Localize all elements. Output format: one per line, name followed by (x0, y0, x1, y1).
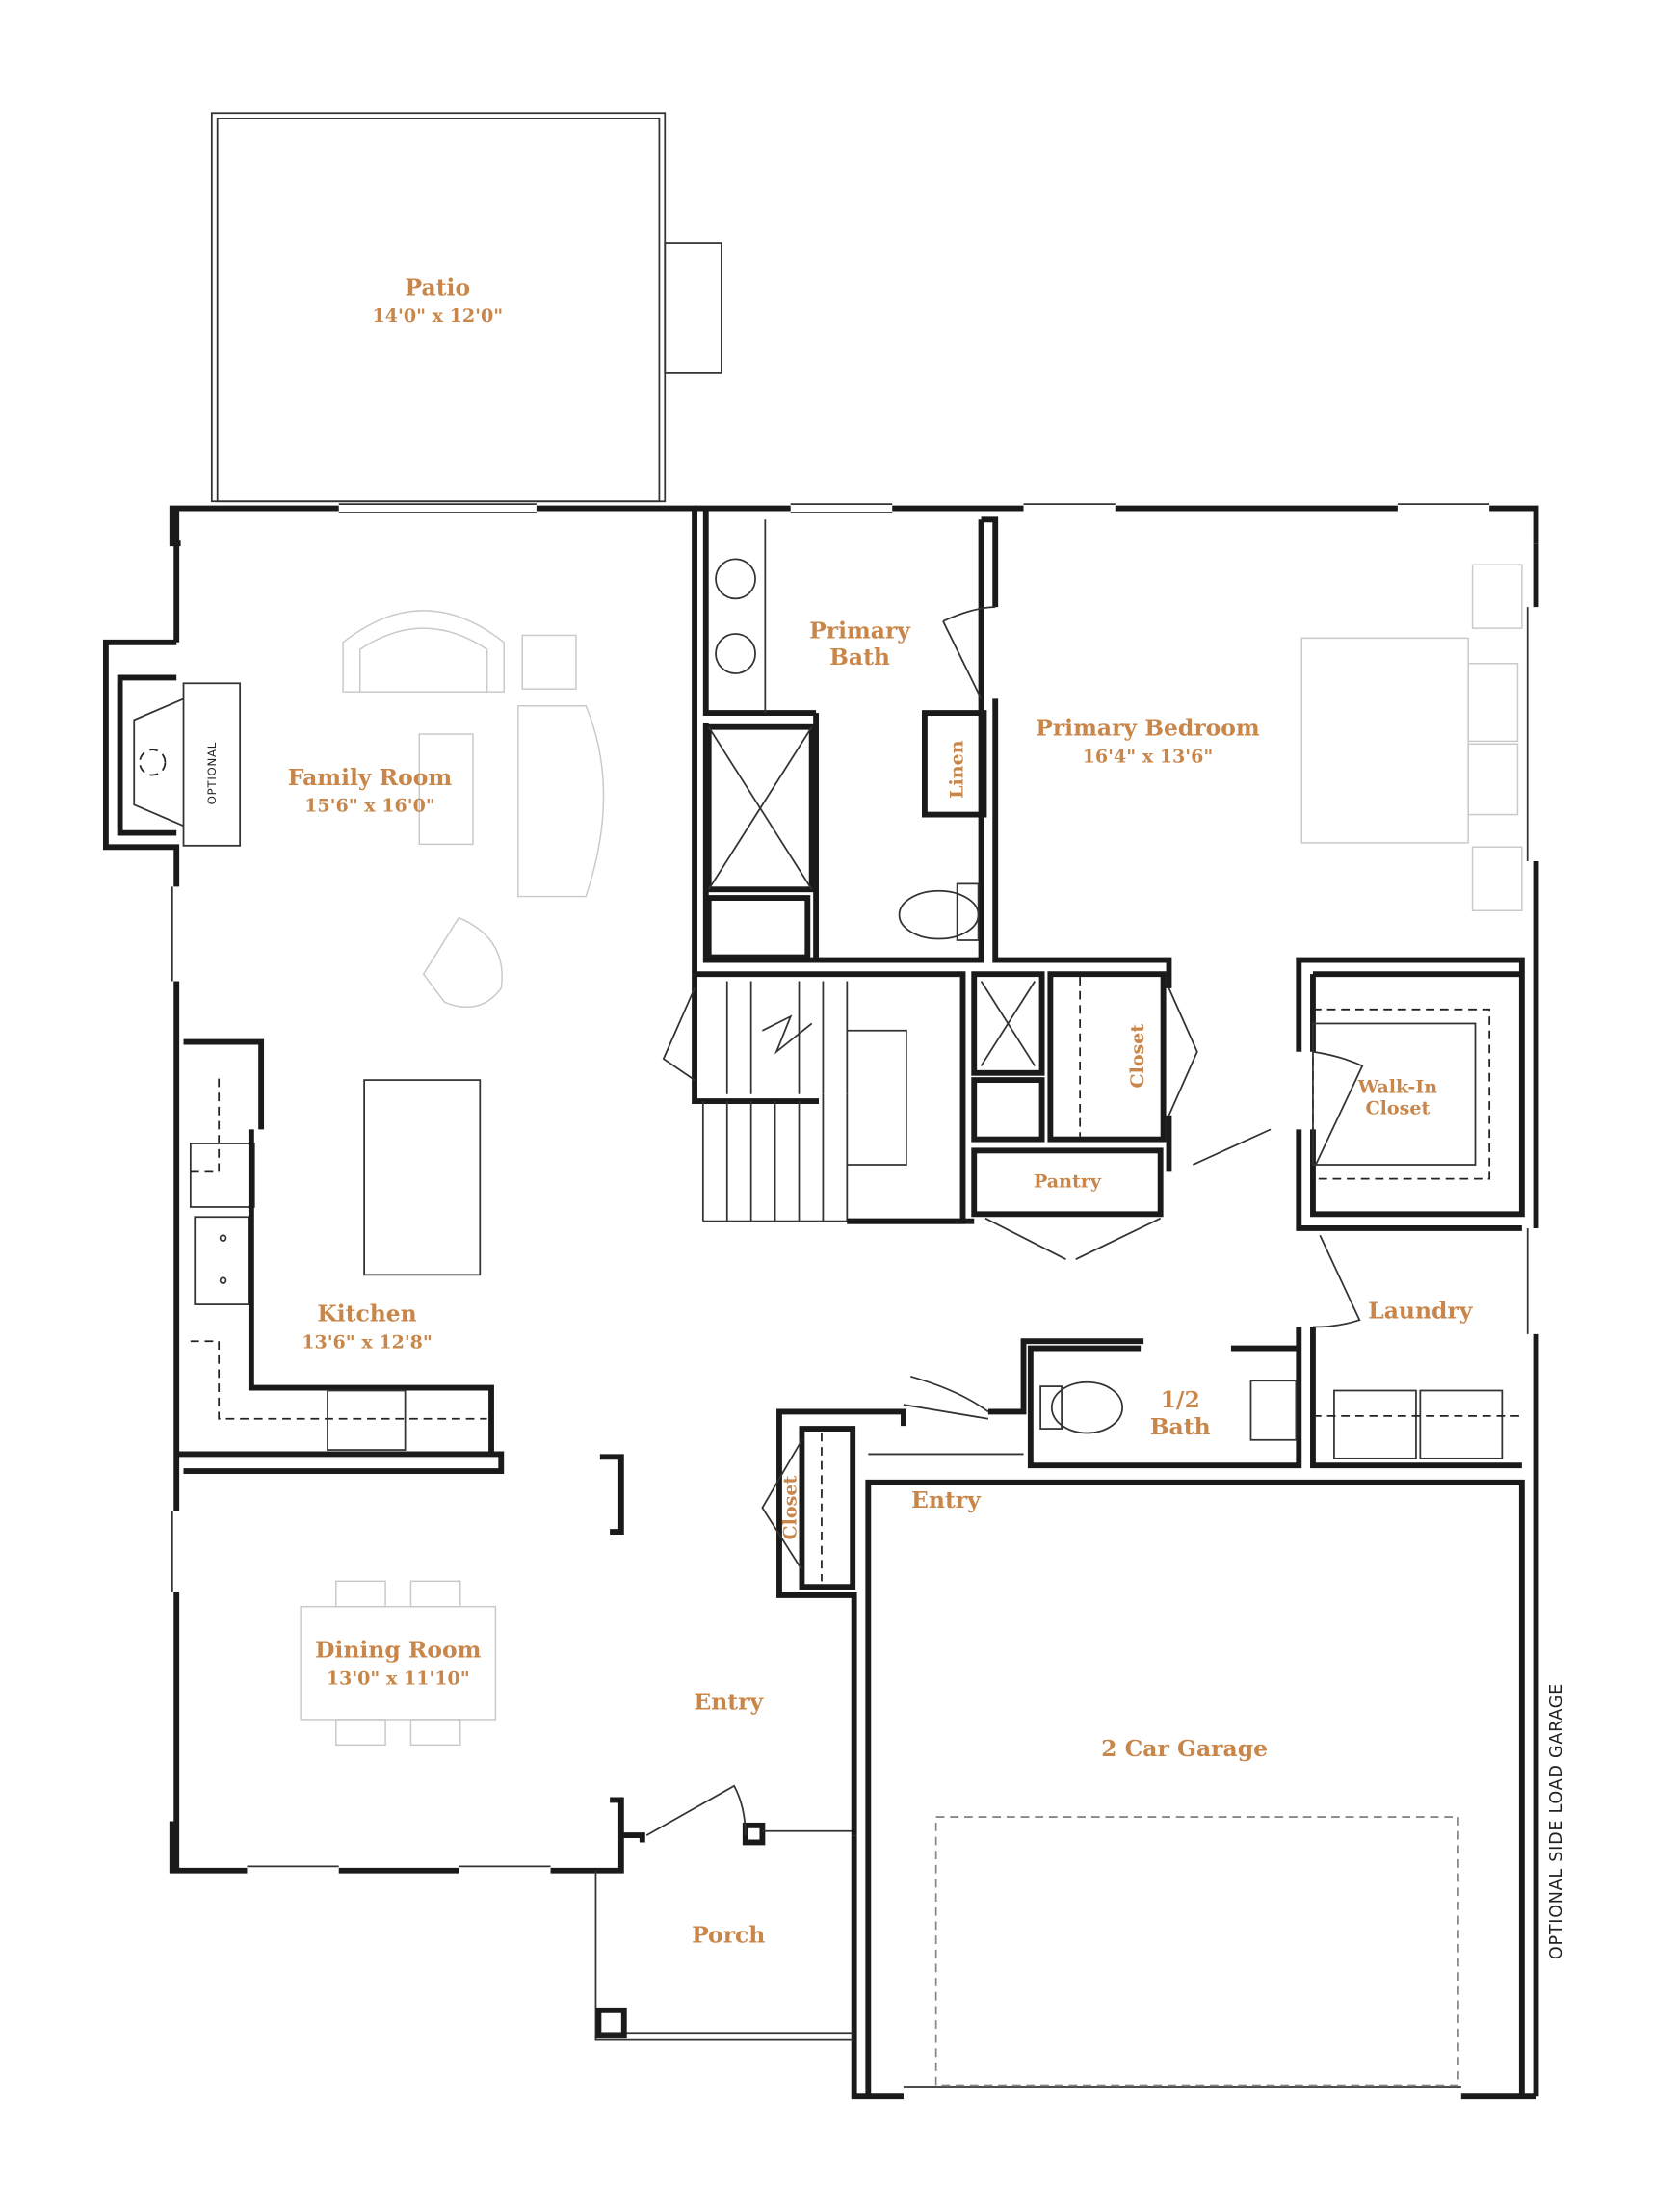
interior-walls (176, 508, 1525, 1836)
patio-size: 14'0" x 12'0" (372, 305, 503, 327)
patio-outline (210, 112, 722, 503)
garage-label: 2 Car Garage (1101, 1735, 1268, 1762)
pantry-label: Pantry (1034, 1170, 1102, 1192)
kitchen-label: Kitchen (317, 1301, 416, 1327)
garage-walls (776, 1338, 1536, 2100)
walk-in-closet-label-2: Closet (1366, 1097, 1431, 1118)
family-room-label: Family Room (288, 764, 453, 791)
closet-label: Closet (1127, 1024, 1148, 1089)
side-load-garage-note: OPTIONAL SIDE LOAD GARAGE (1547, 1683, 1566, 1959)
dining-room-size: 13'0" x 11'10" (327, 1668, 470, 1689)
primary-bath-label-1: Primary (809, 617, 911, 644)
fireplace-optional-note: OPTIONAL (205, 742, 219, 804)
kitchen-size: 13'6" x 12'8" (302, 1332, 433, 1354)
stair-treads (725, 981, 907, 1222)
primary-bedroom-size: 16'4" x 13'6" (1083, 746, 1214, 767)
main-entry-label: Entry (694, 1689, 764, 1716)
laundry-label: Laundry (1368, 1298, 1473, 1325)
primary-bath-label-2: Bath (829, 644, 890, 670)
linen-label: Linen (947, 740, 968, 799)
porch-outline (594, 1870, 854, 2041)
furniture (300, 564, 1523, 1747)
room-labels: Patio 14'0" x 12'0" Family Room 15'6" x … (288, 274, 1474, 1948)
entry-closet-label: Closet (780, 1476, 801, 1540)
family-room-size: 15'6" x 16'0" (304, 796, 435, 817)
plan-notes: OPTIONAL OPTIONAL SIDE LOAD GARAGE (205, 742, 1566, 1959)
half-bath-label-1: 1/2 (1161, 1386, 1200, 1413)
walk-in-closet-label-1: Walk-In (1357, 1076, 1438, 1097)
exterior-walls (102, 503, 1539, 2097)
half-bath-label-2: Bath (1150, 1413, 1211, 1440)
garage-entry-label: Entry (911, 1486, 982, 1513)
dining-room-label: Dining Room (315, 1636, 482, 1663)
porch-label: Porch (692, 1921, 765, 1948)
primary-bedroom-label: Primary Bedroom (1036, 715, 1260, 742)
patio-label: Patio (406, 274, 471, 301)
